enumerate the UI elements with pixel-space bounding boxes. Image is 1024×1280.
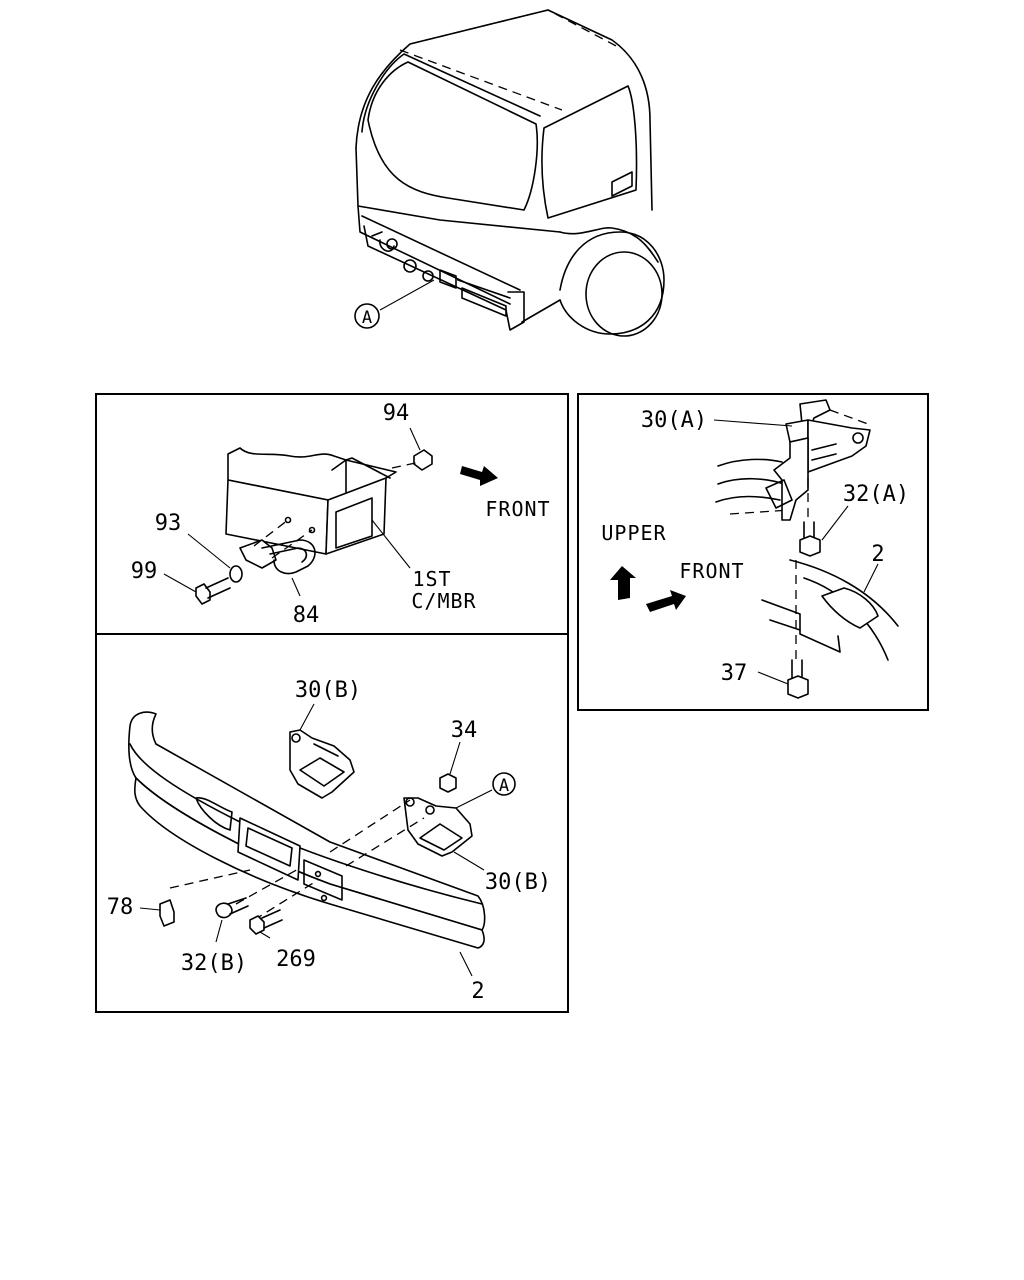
part-32a-label: 32(A) bbox=[843, 482, 909, 507]
upper-direction-label: UPPER bbox=[601, 521, 666, 545]
part-2-bracket-label: 2 bbox=[871, 542, 884, 567]
front-arrow-icon-2 bbox=[646, 590, 686, 612]
part-94-label: 94 bbox=[383, 401, 410, 426]
part-30b-right-label: 30(B) bbox=[485, 870, 551, 895]
part-2-bumper-label: 2 bbox=[471, 979, 484, 1004]
front-direction-label: FRONT bbox=[485, 497, 550, 521]
part-93-label: 93 bbox=[155, 511, 182, 536]
front-arrow-icon bbox=[460, 466, 498, 486]
part-30b-top-label: 30(B) bbox=[295, 678, 361, 703]
part-32b-label: 32(B) bbox=[181, 951, 247, 976]
cross-member-label-line2: C/MBR bbox=[411, 589, 476, 613]
tow-hook-detail-box: 94 84 93 99 1ST C/MBR FRONT bbox=[95, 393, 569, 635]
front-direction-label-2: FRONT bbox=[679, 559, 744, 583]
cross-member-label-line1: 1ST bbox=[412, 567, 451, 591]
part-84-label: 84 bbox=[293, 603, 320, 628]
part-37-label: 37 bbox=[721, 661, 748, 686]
bracket-detail-box: 30(A) 32(A) 2 37 UPPER FRONT bbox=[577, 393, 929, 711]
overview-callout-a: A bbox=[362, 308, 372, 328]
part-99-label: 99 bbox=[131, 559, 158, 584]
part-34-label: 34 bbox=[451, 718, 478, 743]
part-269-label: 269 bbox=[276, 947, 316, 972]
bumper-callout-a: A bbox=[499, 776, 509, 796]
bracket-panel bbox=[577, 393, 929, 711]
part-30a-label: 30(A) bbox=[641, 408, 707, 433]
truck-overview: A bbox=[354, 9, 665, 337]
upper-arrow-icon bbox=[610, 566, 636, 600]
bumper-detail-box: 30(B) 34 A 30(B) 78 32(B) 269 bbox=[95, 633, 569, 1013]
part-78-label: 78 bbox=[107, 895, 134, 920]
